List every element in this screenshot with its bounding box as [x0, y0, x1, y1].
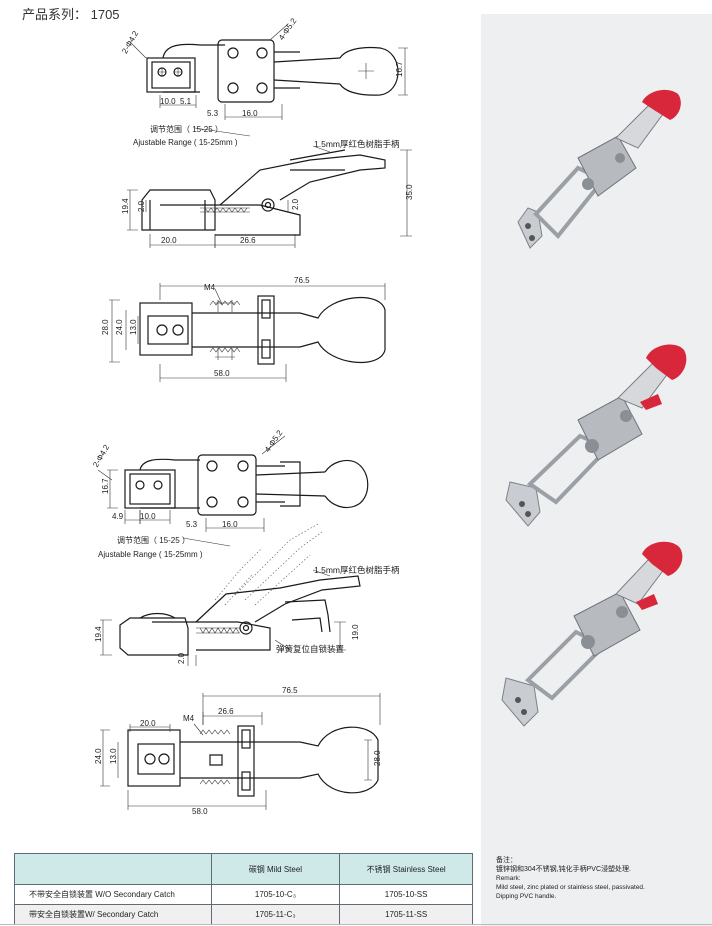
dim-5-1: 5.1	[180, 97, 192, 106]
table-row: 不带安全自锁装置 W/O Secondary Catch 1705-10-C₃ …	[14, 884, 473, 905]
header-empty	[14, 853, 212, 885]
drawings-svg: 2-Φ4.2 4-Φ5.2 10.0 5.1 5.3 16.0 16.7 调节范…	[91, 16, 414, 816]
dim-5-3: 5.3	[207, 109, 219, 118]
row-stainless: 1705-10-SS	[339, 884, 473, 905]
row-label: 不带安全自锁装置 W/O Secondary Catch	[14, 884, 212, 905]
dim-19-4: 19.4	[121, 198, 130, 214]
drawing-5-side-view: 19.4 19.0 2.0 1.5mm厚红色树脂手柄 弹簧复位自锁装置	[94, 523, 400, 666]
remark-en-line2: Dipping PVC handle.	[496, 893, 557, 900]
dim-2phi42: 2-Φ4.2	[120, 29, 140, 55]
dim6-m4: M4	[183, 714, 195, 723]
drawing-3-front-view: M4 76.5 28.0 24.0 13.0 58.0	[101, 276, 386, 382]
row-label: 带安全自锁装置W/ Secondary Catch	[14, 904, 212, 925]
dim-28-0: 28.0	[101, 319, 110, 335]
dim-76-5: 76.5	[294, 276, 310, 285]
dim4-4-9: 4.9	[112, 512, 124, 521]
dim4-4phi52: 4-Φ5.2	[263, 428, 285, 454]
handle-note: 1.5mm厚红色树脂手柄	[314, 139, 400, 149]
dim-26-6: 26.6	[240, 236, 256, 245]
dim5-19-4: 19.4	[94, 626, 103, 642]
dim6-58-0: 58.0	[192, 807, 208, 816]
remark-en-line1: Mild steel, zinc plated or stainless ste…	[496, 884, 645, 891]
technical-drawings: 2-Φ4.2 4-Φ5.2 10.0 5.1 5.3 16.0 16.7 调节范…	[91, 16, 414, 816]
dim4-5-3: 5.3	[186, 520, 198, 529]
spec-table: 碳钢 Mild Steel 不锈钢 Stainless Steel 不带安全自锁…	[14, 853, 473, 925]
adjust4-cn: 调节范围（ 15-25 ）	[117, 535, 190, 545]
dim-10-0: 10.0	[160, 97, 176, 106]
dim-35-0: 35.0	[405, 184, 414, 200]
dim6-26-6: 26.6	[218, 707, 234, 716]
table-header-row: 碳钢 Mild Steel 不锈钢 Stainless Steel	[14, 853, 473, 885]
row-mild: 1705-10-C₃	[210, 884, 341, 905]
product-photo-2	[505, 344, 687, 527]
dim-24-0: 24.0	[115, 319, 124, 335]
row-mild: 1705-11-C₃	[210, 904, 341, 925]
dim6-76-5: 76.5	[282, 686, 298, 695]
header-mild-steel: 碳钢 Mild Steel	[210, 853, 341, 885]
dim-4phi52: 4-Φ5.2	[277, 16, 299, 42]
remark-block: 备注： 镀锌钢和304不锈钢,钝化手柄PVC浸塑处理. Remark: Mild…	[496, 856, 706, 901]
remark-cn: 镀锌钢和304不锈钢,钝化手柄PVC浸塑处理.	[496, 866, 631, 873]
dim-16-7: 16.7	[395, 61, 404, 77]
series-title: 产品系列： 1705	[22, 7, 120, 22]
drawing-2-side-view: 19.4 2.0 2.0 35.0 20.0 26.6 1.5mm厚红色树脂手柄	[121, 139, 414, 248]
spring-note: 弹簧复位自锁装置	[276, 644, 345, 654]
dim5-2-0: 2.0	[177, 652, 186, 664]
dim4-16-0: 16.0	[222, 520, 238, 529]
product-photo-3	[501, 541, 683, 727]
dim-2-0a: 2.0	[137, 200, 146, 212]
dim-m4: M4	[204, 283, 216, 292]
dim4-2phi42: 2-Φ4.2	[91, 443, 111, 469]
row-stainless: 1705-11-SS	[339, 904, 473, 925]
drawing-4-top-view: 2-Φ4.2 4-Φ5.2 16.7 4.9 10.0 5.3 16.0 调节范…	[91, 428, 369, 559]
adjust-range-en: Ajustable Range ( 15-25mm )	[133, 138, 238, 147]
handle-note-5: 1.5mm厚红色树脂手柄	[314, 565, 400, 575]
dim4-10-0: 10.0	[140, 512, 156, 521]
remark-title: 备注：	[496, 857, 517, 864]
dim5-19-0: 19.0	[351, 624, 360, 640]
dim-2-0b: 2.0	[291, 198, 300, 210]
dim-13-0: 13.0	[129, 319, 138, 335]
adjust-range-cn: 调节范围（ 15-25 ）	[150, 124, 223, 134]
table-row: 带安全自锁装置W/ Secondary Catch 1705-11-C₃ 170…	[14, 904, 473, 925]
drawing-1-top-view: 2-Φ4.2 4-Φ5.2 10.0 5.1 5.3 16.0 16.7 调节范…	[120, 16, 408, 147]
dim6-13-0: 13.0	[109, 748, 118, 764]
dim-20-0: 20.0	[161, 236, 177, 245]
remark-en-title: Remark:	[496, 875, 521, 882]
adjust4-en: Ajustable Range ( 15-25mm )	[98, 550, 203, 559]
bottom-divider	[0, 924, 712, 925]
header-stainless-steel: 不锈钢 Stainless Steel	[339, 853, 473, 885]
dim6-24-0: 24.0	[94, 748, 103, 764]
dim-16-0: 16.0	[242, 109, 258, 118]
dim6-28-0: 28.0	[373, 750, 382, 766]
product-photo-1	[517, 89, 681, 249]
dim6-20-0: 20.0	[140, 719, 156, 728]
dim4-16-7: 16.7	[101, 478, 110, 494]
drawing-6-front-view: 76.5 20.0 M4 26.6 24.0 13.0 28.0 58.0	[94, 686, 382, 816]
dim-58-0: 58.0	[214, 369, 230, 378]
